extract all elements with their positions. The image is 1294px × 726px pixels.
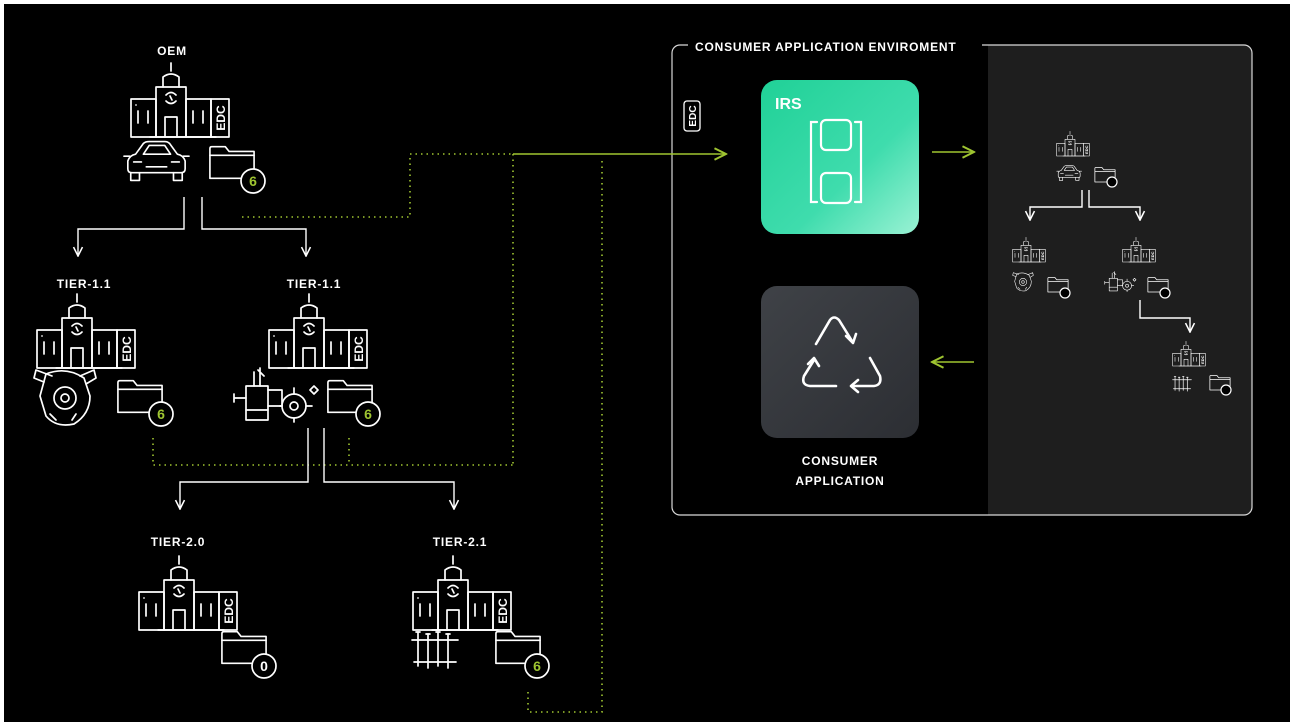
badge-circle bbox=[524, 653, 550, 679]
environment-title: CONSUMER APPLICATION ENVIROMENT bbox=[695, 40, 956, 54]
data-flow-lines bbox=[152, 154, 726, 713]
edc-badge: EDC bbox=[683, 100, 701, 132]
consumer-label-line1: CONSUMER bbox=[802, 454, 878, 468]
badge-circle bbox=[355, 401, 381, 427]
factory-icon bbox=[36, 293, 136, 369]
node-tier21-label: TIER-2.1 bbox=[433, 535, 487, 549]
node-tier-2-1[interactable]: TIER-2.1 6 bbox=[411, 535, 550, 679]
hierarchy-connectors bbox=[78, 197, 454, 509]
factory-icon bbox=[130, 62, 230, 138]
consumer-environment-panel: CONSUMER APPLICATION ENVIROMENT bbox=[671, 39, 1253, 516]
factory-icon bbox=[268, 293, 368, 369]
cells-icon bbox=[411, 631, 459, 669]
badge-circle bbox=[240, 168, 266, 194]
badge-count: 6 bbox=[157, 406, 165, 422]
node-tier11a-label: TIER-1.1 bbox=[57, 277, 111, 291]
badge-count: 6 bbox=[249, 173, 257, 189]
engine-icon bbox=[33, 369, 97, 426]
car-icon bbox=[123, 140, 190, 182]
node-tier20-label: TIER-2.0 bbox=[151, 535, 205, 549]
node-oem[interactable]: OEM 6 bbox=[123, 44, 266, 194]
irs-label: IRS bbox=[775, 96, 802, 113]
recycle-icon bbox=[801, 316, 882, 394]
node-oem-label: OEM bbox=[157, 44, 187, 58]
consumer-label-line2: APPLICATION bbox=[795, 474, 884, 488]
irs-nodes-icon bbox=[809, 118, 863, 205]
node-tier-1-1-left[interactable]: TIER-1.1 6 bbox=[33, 277, 174, 427]
factory-icon bbox=[138, 555, 238, 631]
diagram-canvas: EDC bbox=[4, 4, 1290, 722]
gearbox-icon bbox=[233, 367, 319, 423]
badge-count: 0 bbox=[260, 658, 268, 674]
badge-circle bbox=[148, 401, 174, 427]
mini-supply-tree bbox=[1012, 131, 1232, 396]
edc-label: EDC bbox=[688, 105, 699, 126]
badge-count: 6 bbox=[364, 406, 372, 422]
factory-icon bbox=[412, 555, 512, 631]
irs-tile[interactable]: IRS bbox=[761, 80, 919, 234]
node-tier-2-0[interactable]: TIER-2.0 0 bbox=[138, 535, 277, 679]
consumer-application-tile[interactable] bbox=[761, 286, 919, 438]
node-tier11b-label: TIER-1.1 bbox=[287, 277, 341, 291]
badge-count: 6 bbox=[533, 658, 541, 674]
badge-circle bbox=[251, 653, 277, 679]
node-tier-1-1-right[interactable]: TIER-1.1 6 bbox=[233, 277, 381, 427]
